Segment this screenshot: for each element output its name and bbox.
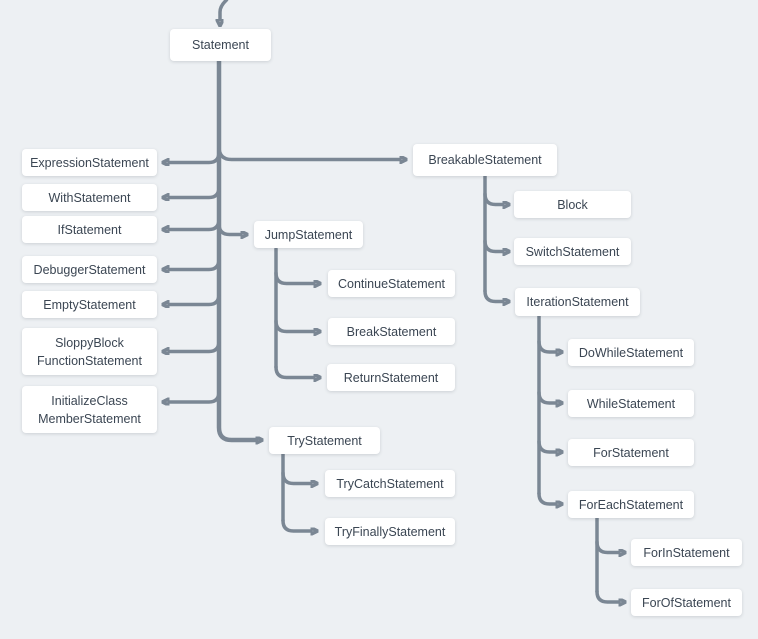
node-label: SwitchStatement (525, 244, 620, 259)
node-label: IterationStatement (526, 295, 629, 309)
node-with-statement: WithStatement (22, 184, 157, 211)
node-sloppy-block-function-statement: SloppyBlock FunctionStatement (22, 328, 157, 375)
edge-iterationstatement-to-foreachstatement (537, 491, 556, 505)
node-for-each-statement: ForEachStatement (568, 491, 694, 518)
node-for-of-statement: ForOfStatement (631, 589, 742, 616)
node-label: Block (557, 197, 588, 212)
node-label: BreakableStatement (428, 153, 542, 167)
edge-breakablestatement-to-switchstatement (483, 239, 503, 252)
node-return-statement: ReturnStatement (327, 364, 455, 391)
node-label: ContinueStatement (337, 276, 445, 291)
node-break-statement: BreakStatement (328, 318, 455, 345)
node-for-statement: ForStatement (568, 439, 694, 466)
node-for-in-statement: ForInStatement (631, 539, 742, 566)
node-try-catch-statement: TryCatchStatement (325, 470, 455, 497)
node-label: EmptyStatement (43, 297, 136, 312)
edge-statement-to-initializeclassmemberstatement (169, 389, 221, 403)
node-label: Statement (192, 38, 249, 52)
edge-trystatement-to-tryfinallystatement (281, 518, 311, 532)
node-label: ExpressionStatement (30, 155, 149, 170)
edge-statement-to-expressionstatement (169, 150, 221, 163)
node-label: TryStatement (287, 433, 362, 448)
node-label: WhileStatement (586, 396, 676, 411)
node-label: DebuggerStatement (33, 262, 146, 277)
edge-statement-to-withstatement (169, 185, 221, 198)
edge-jumpstatement-to-breakstatement (274, 319, 314, 332)
node-label: ForStatement (593, 445, 669, 460)
node-do-while-statement: DoWhileStatement (568, 339, 694, 366)
edge-jumpstatement-to-returnstatement (274, 365, 314, 378)
edge-statement-to-trystatement (216, 58, 256, 440)
node-label: TryFinallyStatement (334, 524, 446, 539)
node-try-statement: TryStatement (269, 427, 380, 454)
edge-trystatement-to-trycatchstatement (281, 471, 311, 484)
edge-breakablestatement-to-iterationstatement (483, 289, 503, 302)
node-label: ForInStatement (643, 545, 730, 560)
node-label: TryCatchStatement (336, 476, 444, 491)
node-try-finally-statement: TryFinallyStatement (325, 518, 455, 545)
edge-breakablestatement-to-block (483, 192, 503, 205)
node-label: DoWhileStatement (578, 345, 684, 360)
node-continue-statement: ContinueStatement (328, 270, 455, 297)
node-label: ReturnStatement (343, 370, 439, 385)
edge-statement-to-debuggerstatement (169, 257, 221, 270)
node-iteration-statement: IterationStatement (515, 288, 640, 316)
node-label: IfStatement (57, 222, 122, 237)
edge-statement-to-ifstatement (169, 217, 221, 230)
node-block: Block (514, 191, 631, 218)
edge-foreachstatement-to-forinstatement (595, 540, 619, 553)
edge-foreachstatement-to-forofstatement (595, 589, 619, 603)
node-statement: Statement (170, 29, 271, 61)
node-switch-statement: SwitchStatement (514, 238, 631, 265)
node-label: WithStatement (48, 190, 131, 205)
edge-iterationstatement-to-whilestatement (537, 390, 556, 404)
node-label: ForEachStatement (578, 497, 684, 512)
node-if-statement: IfStatement (22, 216, 157, 243)
edge-statement-to-emptystatement (169, 292, 221, 305)
node-while-statement: WhileStatement (568, 390, 694, 417)
node-breakable-statement: BreakableStatement (413, 144, 557, 176)
node-label: JumpStatement (264, 227, 353, 242)
edge-iterationstatement-to-dowhilestatement (537, 339, 556, 353)
edge-jumpstatement-to-continuestatement (274, 271, 314, 284)
node-initialize-class-member-statement: InitializeClass MemberStatement (22, 386, 157, 433)
edge-statement-to-breakablestatement (217, 145, 400, 160)
node-label: SloppyBlock FunctionStatement (37, 335, 142, 368)
edge-parent-to-statement (220, 0, 229, 20)
node-label: InitializeClass MemberStatement (38, 393, 141, 426)
edge-iterationstatement-to-forstatement (537, 439, 556, 453)
node-empty-statement: EmptyStatement (22, 291, 157, 318)
node-label: BreakStatement (346, 324, 437, 339)
node-expression-statement: ExpressionStatement (22, 149, 157, 176)
node-jump-statement: JumpStatement (254, 221, 363, 248)
node-label: ForOfStatement (642, 595, 731, 610)
node-debugger-statement: DebuggerStatement (22, 256, 157, 283)
edge-statement-to-jumpstatement (217, 222, 241, 235)
edge-statement-to-sloppyblockfunctionstatement (169, 339, 221, 352)
